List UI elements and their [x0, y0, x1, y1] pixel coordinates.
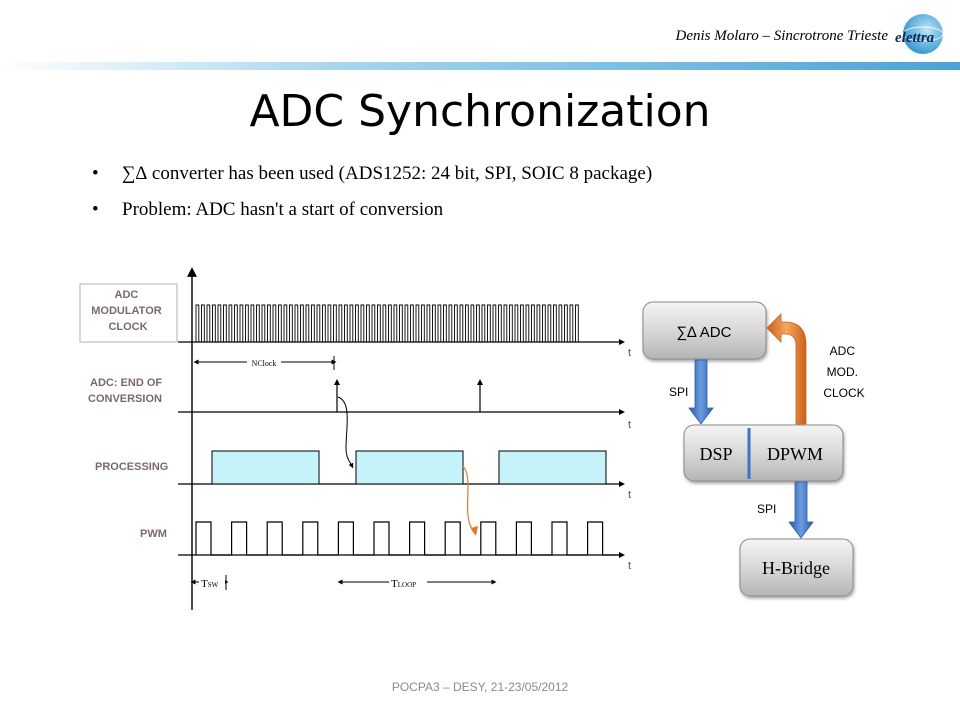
eoc-label-line: CONVERSION — [88, 393, 162, 405]
svg-text:ADC: END OF CONVERSION: ADC: END OF CONVERSION — [88, 377, 165, 405]
mod-clock-arrow — [766, 313, 807, 425]
clock-pulses — [195, 304, 579, 343]
nclock-label: NClock — [252, 359, 277, 368]
mod-clock-label-line: MOD. — [827, 365, 858, 379]
clock-label-box — [79, 283, 178, 343]
timing-and-block-diagram: ADC MODULATOR CLOCK t NClock ADC: END OF… — [79, 267, 865, 610]
hbridge-block — [739, 538, 854, 597]
timing-diagram: ADC MODULATOR CLOCK t NClock ADC: END OF… — [79, 267, 631, 610]
clock-label-line: ADC — [115, 289, 139, 301]
bullet-list: ∑∆ converter has been used (ADS1252: 24 … — [92, 160, 652, 232]
axis-t-label: t — [628, 560, 631, 572]
tloop-label: TLOOP — [391, 578, 416, 590]
clock-label-line: MODULATOR — [91, 305, 162, 317]
dsp-dpwm-block — [683, 424, 844, 482]
block-diagram: ∑∆ ADC DSP DPWM H-Bridge SPI SPI ADC MOD… — [642, 301, 865, 597]
tsw-label: TSW — [201, 578, 219, 590]
spi-bottom-label: SPI — [757, 502, 776, 516]
eoc-label-line: ADC: END OF — [90, 377, 162, 389]
bullet-item: Problem: ADC hasn't a start of conversio… — [92, 196, 652, 232]
spi-arrow-adc-to-dsp — [688, 359, 714, 425]
spi-arrow-dpwm-to-hbridge — [788, 481, 814, 539]
mod-clock-label-line: ADC — [830, 344, 856, 358]
spi-top-label: SPI — [669, 385, 688, 399]
bullet-item: ∑∆ converter has been used (ADS1252: 24 … — [92, 160, 652, 196]
processing-block — [355, 450, 464, 485]
header-divider — [0, 62, 960, 70]
pwm-waveform — [195, 521, 624, 556]
processing-block — [498, 450, 607, 485]
axis-t-label: t — [628, 419, 631, 431]
slide-title: ADC Synchronization — [249, 86, 711, 137]
processing-block — [211, 450, 320, 485]
axis-t-label: t — [628, 489, 631, 501]
svg-text:ADC MODULATOR CLOC: ADC MODULATOR CLOCK — [91, 289, 165, 333]
logo-text: elettra — [895, 30, 935, 46]
hbridge-label: H-Bridge — [762, 558, 830, 578]
dsp-label: DSP — [699, 444, 732, 464]
clock-label-line: CLOCK — [108, 321, 147, 333]
author-credit: Denis Molaro – Sincrotrone Trieste — [675, 28, 889, 44]
elettra-logo: elettra — [895, 14, 944, 54]
mod-clock-label-line: CLOCK — [823, 386, 864, 400]
adc-block-label: ∑∆ ADC — [677, 324, 732, 341]
processing-label: PROCESSING — [95, 461, 168, 473]
footer-text: POCPA3 – DESY, 21-23/05/2012 — [391, 680, 569, 694]
pwm-label: PWM — [140, 528, 167, 540]
clock-pulse-train — [195, 304, 579, 343]
eoc-to-processing-arrow — [337, 396, 354, 469]
axis-t-label: t — [628, 347, 631, 359]
dpwm-label: DPWM — [767, 444, 823, 464]
processing-to-pwm-arrow — [461, 465, 476, 535]
adc-block — [642, 301, 767, 360]
svg-text:ADC MOD. CLOCK: ADC MOD. CLOCK — [823, 344, 864, 400]
